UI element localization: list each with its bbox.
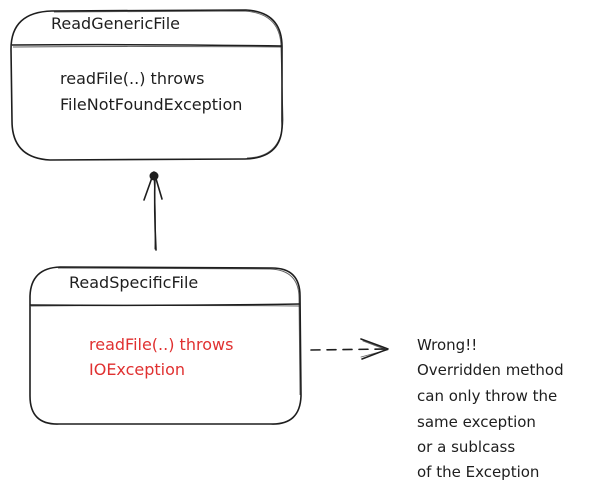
generic-class-divider (11, 43, 283, 47)
inheritance-arrow-tip (149, 171, 159, 181)
generic-class-box[interactable]: ReadGenericFile readFile(..) throws File… (10, 9, 284, 161)
specific-class-method-line-1: readFile(..) throws (89, 335, 233, 354)
inheritance-arrow[interactable] (143, 171, 163, 251)
generic-class-outline-sketch (53, 10, 284, 159)
specific-class-outline-sketch (57, 267, 301, 396)
generic-class-method-line-2: FileNotFoundException (60, 95, 242, 114)
generic-class-outline (10, 9, 283, 161)
note-line-3: can only throw the (417, 387, 557, 405)
note-line-4: same exception (417, 413, 536, 431)
note-pointer-shaft (310, 348, 388, 351)
note-line-2: Overridden method (417, 361, 564, 379)
note-pointer-arrow[interactable] (310, 338, 389, 360)
specific-class-divider-sketch (30, 305, 300, 307)
specific-class-box[interactable]: ReadSpecificFile readFile(..) throws IOE… (29, 266, 302, 425)
note-line-5: or a sublcass (417, 438, 515, 456)
generic-class-divider-sketch (12, 46, 282, 48)
error-note: Wrong!! Overridden method can only throw… (417, 336, 564, 481)
note-line-6: of the Exception (417, 463, 539, 481)
generic-class-method-line-1: readFile(..) throws (60, 69, 204, 88)
note-pointer-arrowhead-sketch (360, 340, 389, 358)
generic-class-name: ReadGenericFile (51, 14, 180, 33)
inheritance-arrow-shaft-sketch (153, 175, 156, 250)
specific-class-outline (29, 266, 302, 425)
specific-class-method-line-2: IOException (89, 360, 185, 379)
note-pointer-arrowhead (360, 338, 389, 360)
specific-class-name: ReadSpecificFile (69, 273, 198, 292)
note-line-1: Wrong!! (417, 336, 477, 354)
